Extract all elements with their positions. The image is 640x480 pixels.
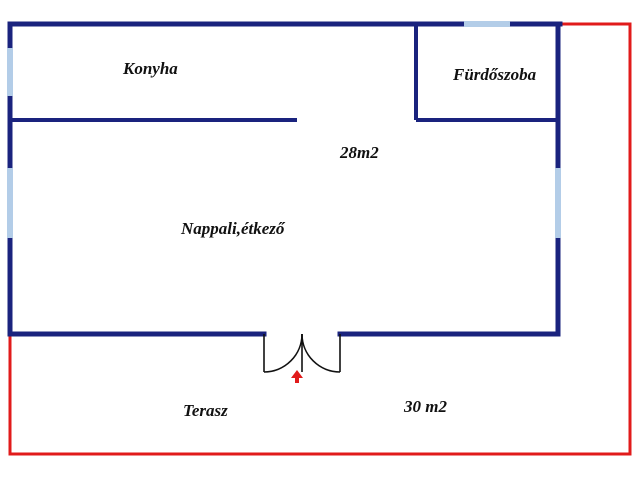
door-swing-left <box>263 333 303 373</box>
area-label-interior: 28m2 <box>339 143 379 162</box>
windows <box>7 21 561 238</box>
interior-walls <box>10 24 558 122</box>
room-label-terrace: Terasz <box>183 401 228 420</box>
area-label-terrace: 30 m2 <box>403 397 447 416</box>
entrance-arrow-icon <box>291 370 303 383</box>
room-label-living-dining: Nappali,étkező <box>180 219 286 238</box>
terrace-outline <box>8 22 632 456</box>
entrance-door <box>263 333 341 373</box>
room-label-bathroom: Fürdőszoba <box>452 65 537 84</box>
door-swing-right <box>301 333 341 373</box>
room-label-kitchen: Konyha <box>122 59 178 78</box>
